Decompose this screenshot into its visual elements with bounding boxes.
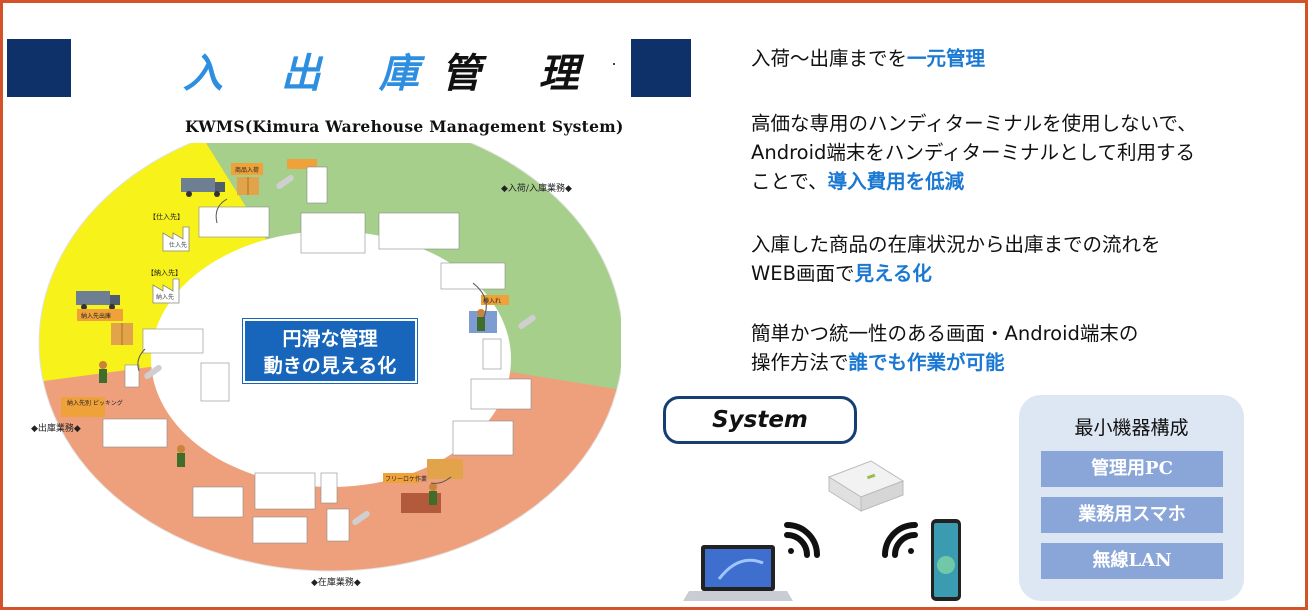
bullet-4-line2: 操作方法で (751, 351, 849, 374)
supplier-tag: 【仕入先】 (149, 212, 184, 221)
center-line1: 円滑な管理 (282, 328, 378, 350)
equipment-title: 最小機器構成 (1074, 417, 1189, 439)
workflow-diagram: ◆入荷/入庫業務◆ ◆出庫業務◆ ◆在庫業務◆ 【仕入先】 仕入先 【納入先】 … (31, 143, 621, 588)
receipt-tag: 検入れ (483, 297, 501, 305)
bullet-2-highlight: 導入費用を低減 (827, 170, 965, 193)
scanner-icon (144, 174, 536, 526)
bullet-2: 高価な専用のハンディターミナルを使用しないで、 Android端末をハンディター… (751, 109, 1197, 196)
shipping-tag: 納入先出庫 (81, 312, 111, 320)
wifi-icon (882, 522, 918, 558)
bullet-1-text: 入荷～出庫までを (751, 47, 908, 70)
section-stock-label: ◆在庫業務◆ (311, 576, 361, 588)
picking-tag: 納入先別 ピッキング (67, 399, 123, 407)
bullet-4-line1: 簡単かつ統一性のある画面・Android端末の (751, 322, 1139, 345)
equipment-panel: 最小機器構成 管理用PC 業務用スマホ 無線LAN (1019, 395, 1244, 601)
center-callout: 円滑な管理 動きの見える化 (243, 319, 417, 383)
truck-icon (76, 291, 120, 310)
page-title: 入 出 庫管 理 (183, 41, 601, 99)
bullet-4: 簡単かつ統一性のある画面・Android端末の 操作方法で誰でも作業が可能 (751, 319, 1138, 377)
header-block-right (631, 39, 691, 97)
bullet-2-line3: ことで、 (751, 170, 828, 193)
worker-icon (99, 309, 485, 505)
bullet-2-line2: Android端末をハンディターミナルとして利用する (751, 141, 1195, 164)
small-dot (613, 63, 615, 65)
title-part2: 管 理 (440, 51, 601, 97)
device-illustration (683, 460, 961, 601)
picking-tag-box (61, 397, 105, 417)
equipment-item-phone: 業務用スマホ (1041, 497, 1223, 533)
bullet-1: 入荷～出庫までを一元管理 (751, 44, 985, 73)
laptop-icon (683, 545, 793, 601)
title-part1: 入 出 庫 (183, 51, 441, 97)
wifi-icon (784, 522, 820, 558)
arrival-tag-box (231, 163, 263, 175)
product-label: 商品入荷 (235, 166, 259, 174)
section-inbound-label: ◆入荷/入庫業務◆ (501, 182, 572, 194)
smartphone-icon (931, 519, 961, 601)
router-icon (827, 460, 905, 512)
customer-name: 納入先 (156, 293, 174, 301)
system-label: System (663, 396, 857, 444)
screen-thumbnails (102, 166, 532, 544)
customer-tag: 【納入先】 (147, 268, 182, 277)
bullet-1-highlight: 一元管理 (907, 47, 986, 70)
flow-arrows (137, 198, 487, 484)
bullet-4-highlight: 誰でも作業が可能 (848, 351, 1005, 374)
center-line2: 動きの見える化 (263, 355, 397, 377)
shelf-label: フリーロケ作業 (385, 475, 427, 483)
equipment-item-pc: 管理用PC (1041, 451, 1223, 487)
supplier-name: 仕入先 (169, 241, 187, 249)
truck-icon (181, 178, 225, 197)
section-outbound-label: ◆出庫業務◆ (31, 422, 81, 434)
factory-icon (162, 226, 190, 252)
factory-icon (152, 278, 180, 304)
bullet-3-line2: WEB画面で (751, 262, 855, 285)
equipment-item-lan: 無線LAN (1041, 543, 1223, 579)
header-block-left (7, 39, 71, 97)
shipping-tag-box (77, 309, 123, 321)
bullet-3-line1: 入庫した商品の在庫状況から出庫までの流れを (751, 233, 1161, 256)
bullet-3-highlight: 見える化 (854, 262, 932, 285)
bullet-2-line1: 高価な専用のハンディターミナルを使用しないで、 (751, 112, 1197, 135)
system-subtitle: KWMS(Kimura Warehouse Management System) (185, 117, 624, 136)
bullet-3: 入庫した商品の在庫状況から出庫までの流れを WEB画面で見える化 (751, 230, 1161, 288)
